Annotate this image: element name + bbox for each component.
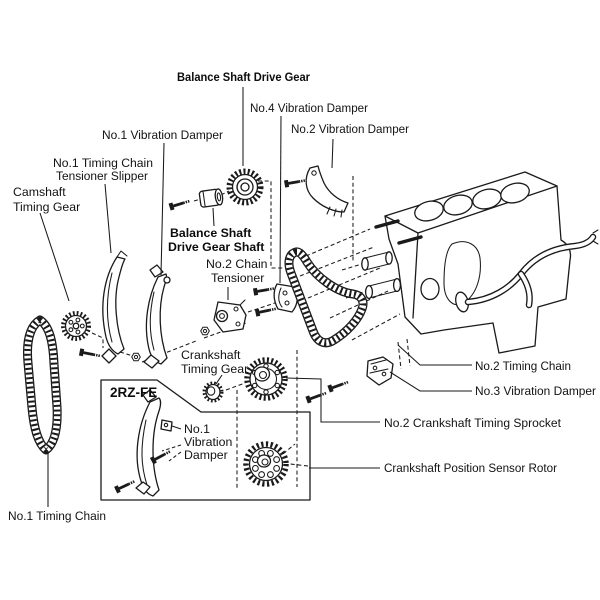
- boxed-damper-bolt-lower: [113, 475, 139, 495]
- crankshaft-position-sensor-rotor-part: [243, 441, 289, 487]
- label-engine-code-2rz-fe: 2RZ-FE: [110, 385, 157, 400]
- camshaft-area-bolt: [78, 346, 104, 362]
- label-boxed-no1-vibration-damper-line1: No.1: [184, 422, 210, 436]
- no1-vibration-damper-part: [143, 264, 171, 369]
- camshaft-timing-gear-part: [61, 311, 91, 341]
- label-balance-shaft-drive-gear-shaft-line2: Drive Gear Shaft: [168, 240, 264, 254]
- label-no1-vibration-damper: No.1 Vibration Damper: [102, 128, 223, 142]
- label-boxed-no1-vibration-damper-line2: Vibration: [184, 435, 232, 449]
- no1-timing-chain-tensioner-slipper-part: [101, 250, 128, 364]
- tensioner-nut: [200, 326, 210, 336]
- leader-lines: [39, 87, 472, 507]
- balance-shaft-bolt: [168, 195, 194, 212]
- no3-vibration-damper-part: [366, 356, 394, 386]
- balance-shaft-journals: [361, 251, 402, 300]
- label-no2-timing-chain: No.2 Timing Chain: [475, 359, 571, 373]
- no2-chain-tensioner-part: [200, 299, 247, 336]
- part-labels: Balance Shaft Drive Gear No.4 Vibration …: [8, 70, 596, 523]
- engine-block: [361, 171, 599, 354]
- mounting-studs: [374, 219, 423, 245]
- no4-damper-bolt-lower: [254, 303, 280, 319]
- label-crankshaft-position-sensor-rotor: Crankshaft Position Sensor Rotor: [384, 461, 557, 475]
- no4-damper-bolt-upper: [252, 282, 278, 298]
- no2-damper-bolt: [283, 174, 309, 190]
- no3-damper-bolt-right: [327, 376, 352, 394]
- label-balance-shaft-drive-gear: Balance Shaft Drive Gear: [177, 70, 310, 84]
- no2-timing-chain-part: [284, 247, 368, 348]
- label-no1-timing-chain-tensioner-slipper-line1: No.1 Timing Chain: [53, 156, 153, 170]
- label-camshaft-timing-gear-line2: Timing Gear: [13, 200, 80, 214]
- boxed-no1-vibration-damper-part: [113, 389, 172, 497]
- balance-shaft-drive-gear-shaft-part: [198, 188, 224, 208]
- label-no4-vibration-damper: No.4 Vibration Damper: [250, 101, 368, 115]
- balance-shaft-drive-gear-part: [226, 168, 264, 206]
- no2-crankshaft-timing-sprocket-part: [244, 357, 288, 401]
- label-no2-chain-tensioner-line1: No.2 Chain: [206, 257, 268, 271]
- label-camshaft-timing-gear-line1: Camshaft: [13, 185, 66, 199]
- cylinder-bores: [414, 182, 530, 222]
- label-crankshaft-timing-gear-line2: Timing Gear: [181, 362, 248, 376]
- label-no2-vibration-damper: No.2 Vibration Damper: [291, 122, 409, 136]
- dipstick-tube: [464, 229, 599, 309]
- no1-timing-chain-part: [23, 315, 62, 455]
- no2-vibration-damper-part: [305, 165, 349, 218]
- label-no2-crankshaft-timing-sprocket: No.2 Crankshaft Timing Sprocket: [384, 416, 562, 430]
- crankshaft-timing-gear-part: [202, 381, 224, 403]
- 2rz-fe-variant-box: [100, 379, 311, 501]
- label-balance-shaft-drive-gear-shaft-line1: Balance Shaft: [170, 226, 251, 240]
- front-boss: [420, 277, 440, 301]
- no3-damper-bolt-left: [305, 387, 330, 405]
- label-crankshaft-timing-gear-line1: Crankshaft: [181, 348, 241, 362]
- label-no1-timing-chain: No.1 Timing Chain: [8, 509, 106, 523]
- label-boxed-no1-vibration-damper-line3: Damper: [184, 448, 228, 462]
- slipper-nut: [131, 352, 141, 362]
- label-no1-timing-chain-tensioner-slipper-line2: Tensioner Slipper: [56, 169, 148, 183]
- label-no3-vibration-damper: No.3 Vibration Damper: [475, 384, 596, 398]
- label-no2-chain-tensioner-line2: Tensioner: [211, 271, 264, 285]
